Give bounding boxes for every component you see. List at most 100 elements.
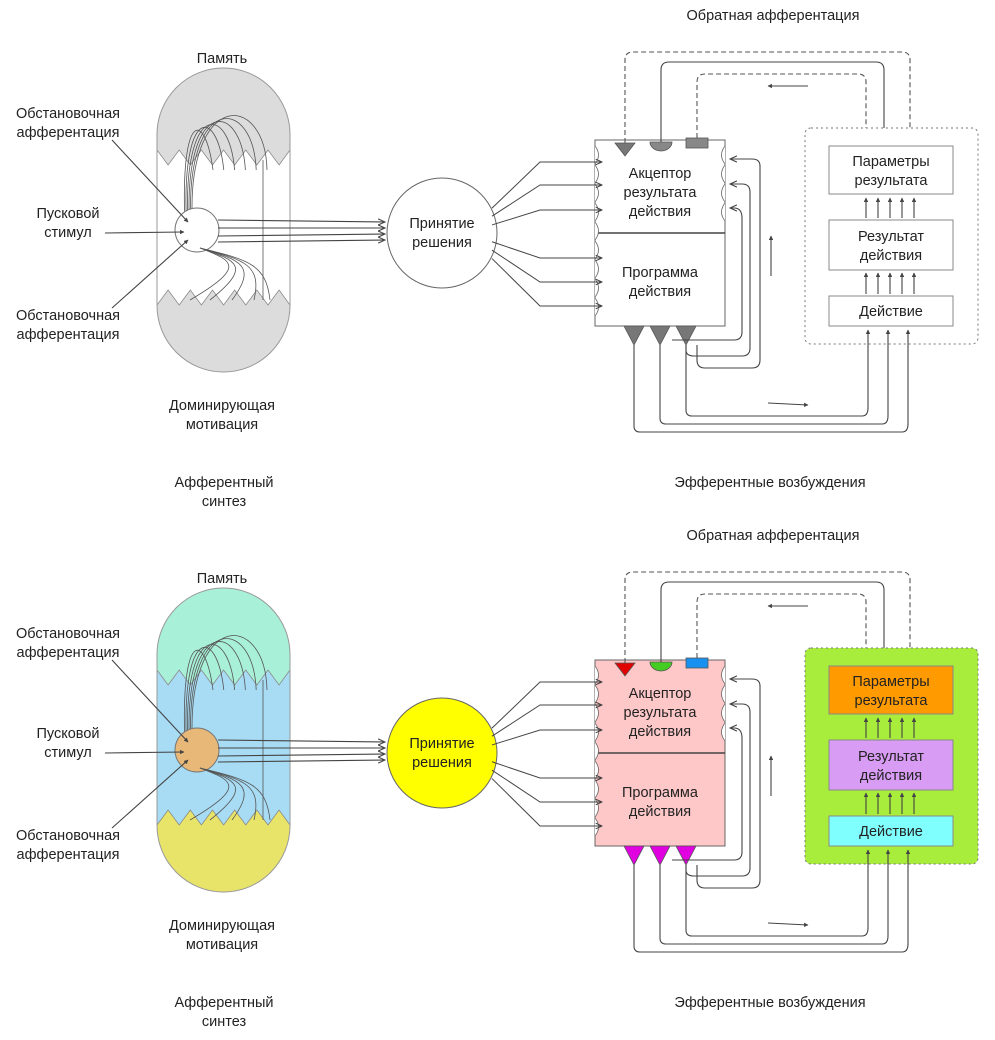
decision-to-box-arrow bbox=[491, 705, 602, 737]
trigger-label-line: стимул bbox=[44, 225, 92, 241]
result-params-label-line: результата bbox=[855, 693, 929, 709]
memory-loop bbox=[188, 641, 246, 746]
acceptor-label-line: Акцептор bbox=[629, 166, 692, 182]
memory-loop bbox=[188, 121, 246, 226]
motivation-label-line: Доминирующая bbox=[169, 918, 275, 934]
afferent-synthesis-label-line: Афферентный bbox=[174, 995, 273, 1011]
return-arrow-3 bbox=[672, 208, 743, 341]
synthesis-to-decision-line bbox=[217, 240, 385, 242]
acceptor-label-line: Акцептор bbox=[629, 686, 692, 702]
result-params-label-line: Параметры bbox=[852, 674, 929, 690]
synthesis-to-decision-line bbox=[217, 740, 385, 742]
decision-to-box-arrow bbox=[491, 162, 602, 209]
feedback-label-line: Обратная афферентация bbox=[687, 528, 860, 544]
result-box bbox=[828, 219, 954, 271]
acceptor-label: Акцептор результата действия bbox=[624, 686, 698, 740]
efferent-triangle bbox=[649, 845, 671, 866]
env-aff-top-label-line: афферентация bbox=[17, 125, 120, 141]
synthesis-to-decision-line bbox=[217, 234, 385, 236]
memory-loop bbox=[185, 647, 225, 746]
acceptor-label-line: результата bbox=[624, 705, 698, 721]
env-aff-bottom-arrow bbox=[111, 239, 189, 309]
motivation-zone bbox=[157, 810, 290, 892]
motivation-label: Доминирующая мотивация bbox=[169, 918, 275, 953]
feedback-semicircle bbox=[649, 141, 673, 152]
synthesis-to-decision-line bbox=[217, 754, 385, 756]
feedback-semicircle bbox=[649, 661, 673, 672]
decision-to-box-arrow bbox=[491, 185, 602, 217]
env-aff-bottom-label-line: Обстановочная bbox=[16, 308, 120, 324]
motivation-zigzag bbox=[157, 289, 290, 306]
efferent-triangle bbox=[649, 325, 671, 346]
synthesis-to-decision-line bbox=[217, 760, 385, 762]
trigger-label: Пусковой стимул bbox=[36, 726, 99, 761]
memory-zone bbox=[157, 68, 290, 165]
result-params-box bbox=[828, 665, 954, 715]
result-label-line: действия bbox=[860, 768, 922, 784]
motivation-line bbox=[199, 247, 271, 301]
efferent-label-line: Эфферентные возбуждения bbox=[674, 475, 865, 491]
memory-label: Память bbox=[197, 51, 248, 67]
program-label-line: действия bbox=[629, 804, 691, 820]
feedback-label: Обратная афферентация bbox=[687, 8, 860, 24]
memory-zigzag bbox=[157, 669, 290, 686]
decision-to-box-arrow bbox=[491, 682, 602, 729]
decision-to-box-arrow bbox=[491, 778, 602, 826]
efferent-label: Эфферентные возбуждения bbox=[674, 995, 865, 1011]
return-arrow-3 bbox=[672, 728, 743, 861]
action-label: Действие bbox=[859, 824, 923, 840]
motivation-label-line: мотивация bbox=[186, 937, 258, 953]
acceptor-label-line: результата bbox=[624, 185, 698, 201]
memory-label-line: Память bbox=[197, 571, 248, 587]
action-label-line: Действие bbox=[859, 304, 923, 320]
motivation-line bbox=[199, 767, 236, 821]
motivation-line bbox=[189, 247, 230, 301]
memory-loop bbox=[187, 124, 235, 226]
decision-to-box-arrow bbox=[491, 258, 602, 306]
acceptor-label-line: действия bbox=[629, 724, 691, 740]
decision-to-box-arrow bbox=[491, 761, 602, 778]
decision-label-line: Принятие bbox=[409, 736, 474, 752]
trigger-arrow bbox=[104, 229, 185, 235]
env-aff-bottom-label-line: афферентация bbox=[17, 847, 120, 863]
feedback-loop-solid bbox=[660, 61, 885, 145]
feedback-label: Обратная афферентация bbox=[687, 528, 860, 544]
decision-label-line: решения bbox=[412, 235, 472, 251]
left-scallop bbox=[594, 779, 599, 799]
memory-loop bbox=[187, 644, 235, 746]
env-aff-top-arrow bbox=[111, 139, 189, 223]
result-box bbox=[828, 739, 954, 791]
memory-loop bbox=[185, 127, 225, 226]
trigger-label-line: Пусковой bbox=[36, 726, 99, 742]
feedback-loop-solid bbox=[660, 581, 885, 665]
feedback-loop-dashed-inner bbox=[696, 73, 867, 145]
env-aff-bottom-label-line: Обстановочная bbox=[16, 828, 120, 844]
env-aff-top-label-line: афферентация bbox=[17, 645, 120, 661]
trigger-label-line: Пусковой bbox=[36, 206, 99, 222]
memory-loop bbox=[191, 635, 268, 746]
action-box bbox=[828, 815, 954, 847]
motivation-line bbox=[199, 247, 236, 301]
action-label-line: Действие bbox=[859, 824, 923, 840]
decision-to-box-arrow bbox=[491, 249, 602, 282]
env-aff-top-label-line: Обстановочная bbox=[16, 626, 120, 642]
motivation-zone bbox=[157, 290, 290, 372]
capsule-outline bbox=[156, 587, 291, 893]
right-scallop bbox=[721, 665, 726, 685]
efferent-line-3 bbox=[633, 329, 911, 433]
trigger-label-line: стимул bbox=[44, 745, 92, 761]
env-aff-top-arrow bbox=[111, 659, 189, 743]
decision-to-box-arrow bbox=[491, 241, 602, 258]
memory-loop bbox=[183, 129, 214, 226]
result-params-box bbox=[828, 145, 954, 195]
memory-zone bbox=[157, 588, 290, 685]
trigger-arrow bbox=[104, 749, 185, 755]
